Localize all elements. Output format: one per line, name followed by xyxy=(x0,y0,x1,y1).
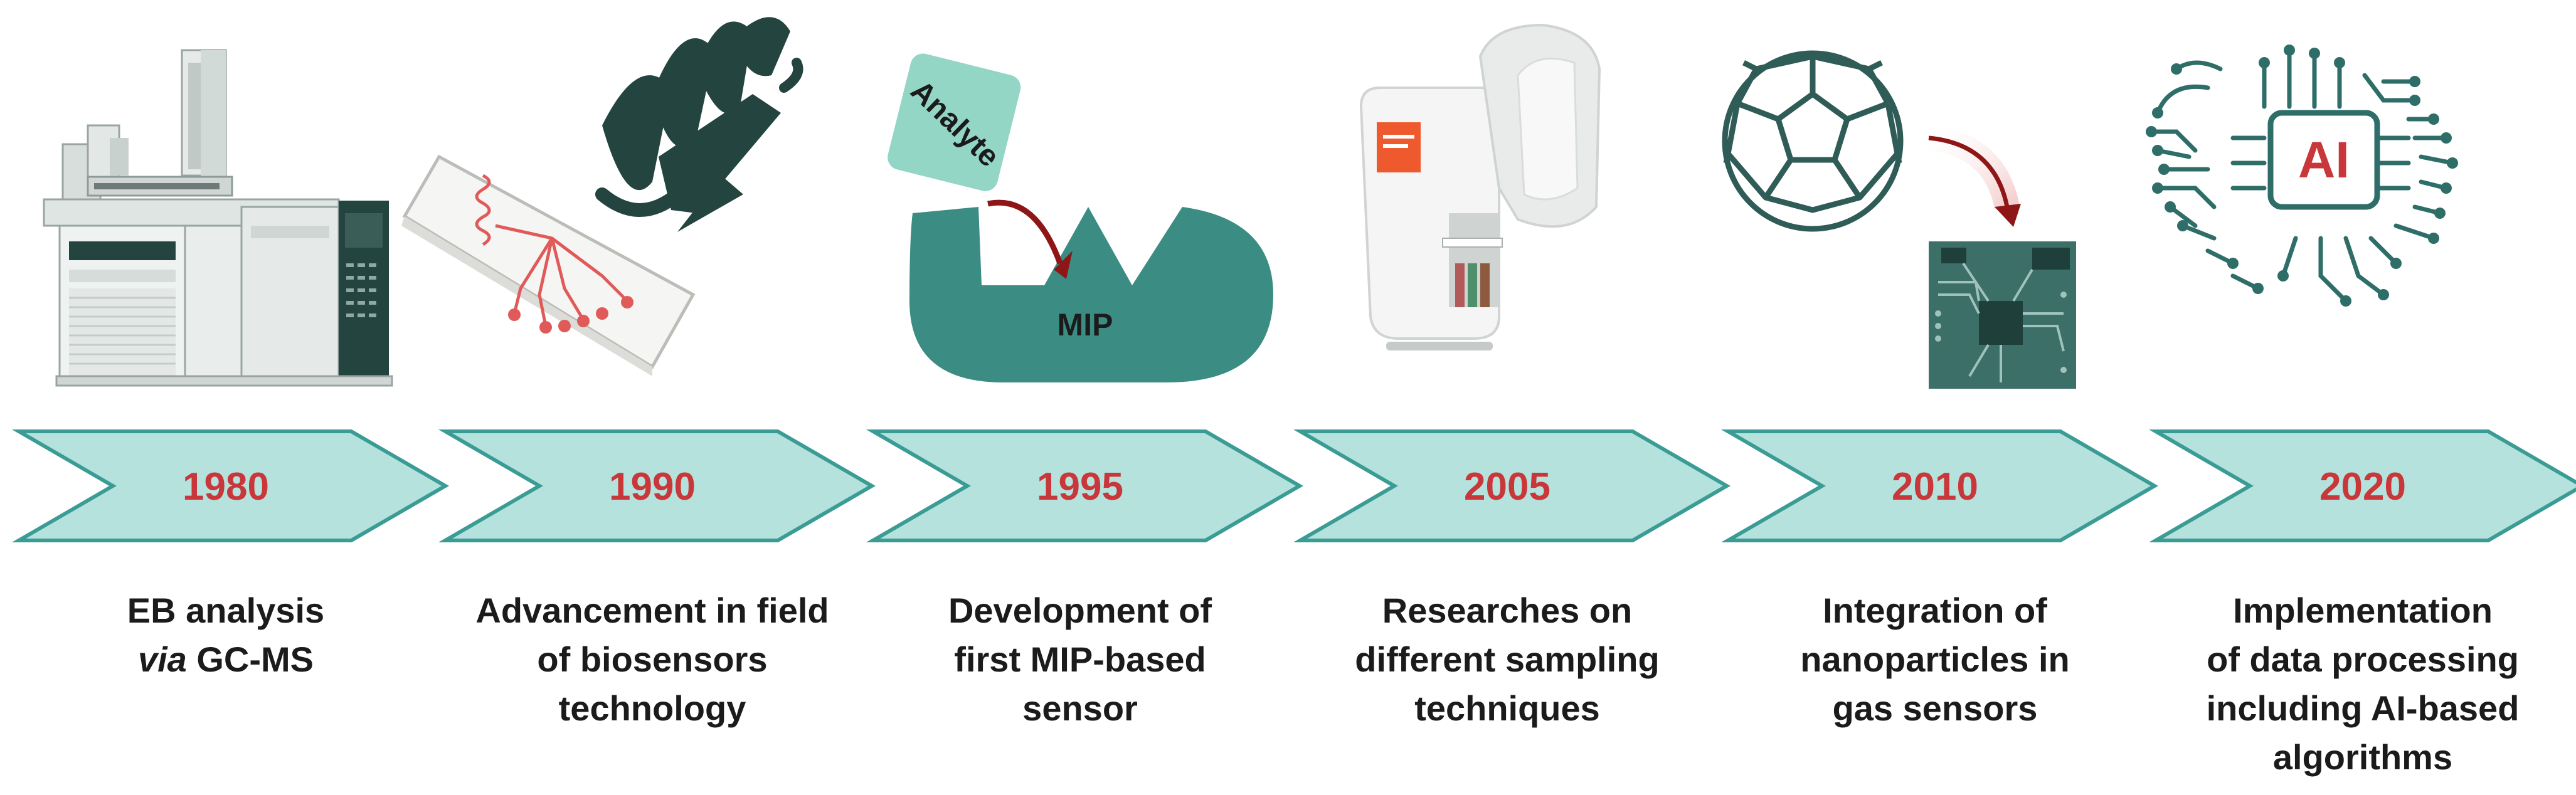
caption-line: first MIP-based xyxy=(954,640,1206,679)
timeline-year: 1990 xyxy=(609,465,696,508)
caption-line: sensor xyxy=(1022,688,1138,728)
mip-sensor-icon: Analyte MIP xyxy=(888,53,1273,382)
timeline-arrow xyxy=(1293,429,1731,542)
timeline-arrow xyxy=(11,429,449,542)
caption-line: Development of xyxy=(948,591,1212,630)
timeline-year: 1980 xyxy=(183,465,269,508)
timeline-arrow xyxy=(2148,429,2576,542)
timeline-year: 2020 xyxy=(2319,465,2406,508)
caption-line: Researches on xyxy=(1382,591,1633,630)
biosensor-chip-icon xyxy=(401,17,803,376)
caption-line: gas sensors xyxy=(1832,688,2038,728)
caption-line: via GC-MS xyxy=(137,640,314,679)
caption-line: Advancement in field xyxy=(475,591,829,630)
timeline-caption: Implementation of data processing includin… xyxy=(2162,586,2563,782)
caption-line: Implementation xyxy=(2233,591,2493,630)
timeline-caption: Researches on different sampling technique… xyxy=(1307,586,1708,733)
nanoparticle-chip-icon xyxy=(1722,50,2076,389)
timeline-arrows: 1980 1990 1995 2005 2010 2020 xyxy=(11,429,2576,542)
caption-line: techniques xyxy=(1414,688,1600,728)
breath-sampler-icon xyxy=(1359,23,1601,350)
timeline-caption: Integration of nanoparticles in gas sensor… xyxy=(1734,586,2136,733)
caption-line: EB analysis xyxy=(127,591,325,630)
timeline-arrow xyxy=(866,429,1303,542)
timeline-caption: EB analysis via GC-MS xyxy=(25,586,427,684)
timeline-caption: Development of first MIP-based sensor xyxy=(879,586,1281,733)
timeline-year: 1995 xyxy=(1037,465,1123,508)
timeline-year: 2010 xyxy=(1892,465,1978,508)
timeline-caption: Advancement in field of biosensors technol… xyxy=(452,586,853,733)
ai-brain-icon: AI xyxy=(2146,45,2458,307)
caption-line: including AI-based xyxy=(2206,688,2520,728)
caption-line: technology xyxy=(558,688,746,728)
timeline-arrow xyxy=(438,429,876,542)
caption-line: algorithms xyxy=(2272,737,2453,777)
mip-label: MIP xyxy=(1057,307,1113,342)
caption-line: Integration of xyxy=(1823,591,2047,630)
gc-ms-instrument-icon xyxy=(43,49,393,387)
ai-label: AI xyxy=(2298,132,2350,189)
caption-line: of data processing xyxy=(2207,640,2519,679)
timeline-arrow xyxy=(1720,429,2158,542)
timeline-year: 2005 xyxy=(1464,465,1550,508)
caption-line: nanoparticles in xyxy=(1800,640,2070,679)
caption-line: different sampling xyxy=(1355,640,1660,679)
caption-line: of biosensors xyxy=(537,640,768,679)
